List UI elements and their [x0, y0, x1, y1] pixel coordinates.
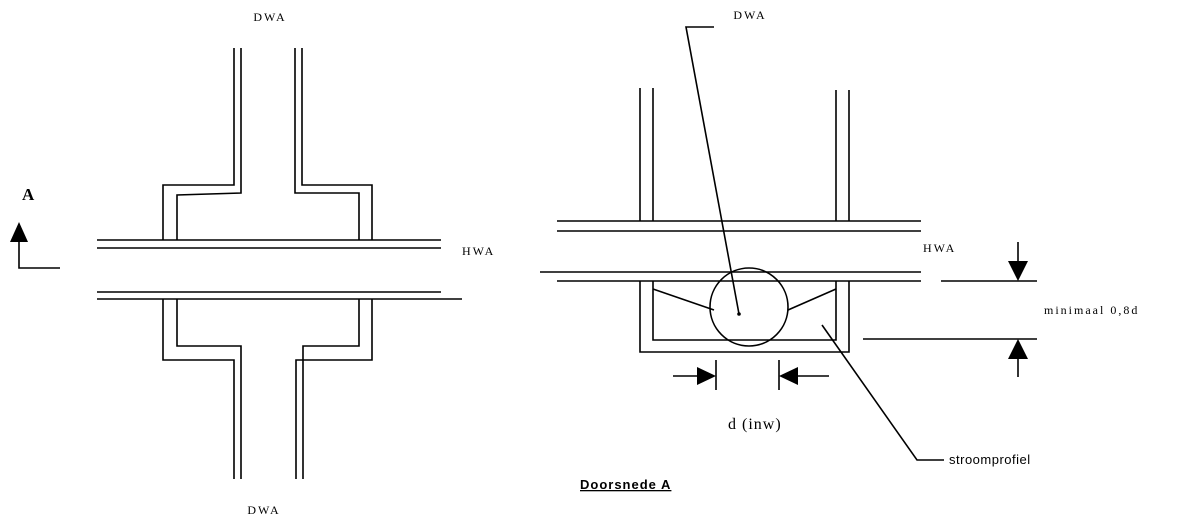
plan-view — [10, 48, 462, 479]
dwa-label-top-left: DWA — [253, 10, 286, 24]
diameter-label: d (inw) — [728, 416, 782, 433]
dwa-pipe-lower — [162, 299, 373, 479]
dwa-leader — [685, 26, 740, 315]
dwa-pipe-upper — [162, 48, 373, 240]
hwa-pipe-section — [540, 220, 921, 282]
diameter-dimension — [673, 360, 829, 390]
minimum-dimension — [863, 242, 1037, 377]
section-marker-label: A — [22, 185, 35, 204]
hwa-label-right: HWA — [923, 241, 956, 255]
hwa-label-left: HWA — [462, 244, 495, 258]
flow-profile-label: stroomprofiel — [949, 452, 1031, 467]
dwa-label-top-right: DWA — [733, 8, 766, 22]
dwa-pipes-section — [639, 88, 850, 221]
flow-profile-shape — [652, 267, 837, 347]
section-title: Doorsnede A — [580, 477, 671, 492]
dwa-label-bottom-left: DWA — [247, 503, 280, 517]
channel-box — [639, 281, 850, 353]
flow-profile-leader — [821, 324, 944, 461]
section-view — [540, 26, 1037, 461]
hwa-pipe-plan — [97, 239, 462, 300]
center-point — [737, 312, 741, 316]
section-marker-arrow — [10, 222, 60, 269]
minimum-label: minimaal 0,8d — [1044, 303, 1139, 317]
